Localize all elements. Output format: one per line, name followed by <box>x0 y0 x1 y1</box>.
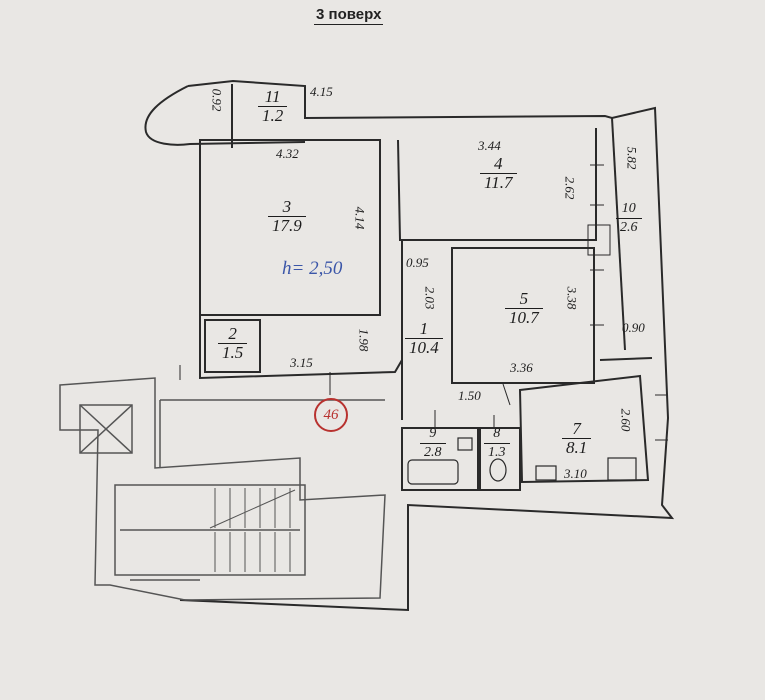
dim-room-7-length: 2.60 <box>618 408 634 432</box>
dim-right-strip: 5.82 <box>624 146 640 170</box>
stairwell-outline <box>59 377 386 601</box>
dim-room-3-length: 4.14 <box>352 206 368 230</box>
dim-hall-length: 1.98 <box>356 328 372 352</box>
dim-corridor-length: 2.03 <box>422 286 438 310</box>
dim-room-5-width: 3.36 <box>510 360 533 375</box>
toilet-icon <box>489 458 507 482</box>
dim-hall-width: 3.15 <box>290 355 313 370</box>
dim-corridor-width: 0.95 <box>406 255 429 270</box>
dim-balcony-length: 4.15 <box>310 84 333 99</box>
ceiling-height-note: h= 2,50 <box>282 258 343 279</box>
stair-flights <box>114 484 306 576</box>
corridor-wall <box>199 315 403 380</box>
bathtub-icon <box>407 459 459 485</box>
dim-passage: 1.50 <box>458 388 481 403</box>
sink-icon <box>457 437 473 451</box>
outer-wall <box>179 79 675 612</box>
kitchen-sink-icon <box>607 457 637 481</box>
room-3-walls <box>199 139 381 316</box>
dim-right-wall: 0.90 <box>622 320 645 335</box>
dim-room-4-width: 3.44 <box>478 138 501 153</box>
room-5-walls <box>451 247 595 384</box>
dim-balcony-width: 0.92 <box>209 88 225 112</box>
room-8-walls <box>479 427 521 491</box>
stove-icon <box>535 465 557 481</box>
room-2-walls <box>204 319 261 373</box>
dim-room-5-length: 3.38 <box>564 286 580 310</box>
windows <box>587 164 668 441</box>
stair-steps <box>209 488 296 572</box>
dim-room-4-length: 2.62 <box>562 176 578 200</box>
right-strip-wall <box>611 117 626 351</box>
balcony-wall <box>144 85 306 146</box>
doors <box>179 365 511 428</box>
room-7-walls <box>518 374 650 484</box>
floor-title: 3 поверх <box>314 6 384 25</box>
dim-room-7-width: 3.10 <box>564 466 587 481</box>
elevator-shaft <box>79 404 133 454</box>
apartment-number-badge: 46 <box>314 398 348 432</box>
room-4-walls <box>397 128 597 241</box>
room-9-walls <box>401 427 479 491</box>
dim-room-3-width: 4.32 <box>276 146 299 161</box>
room-6-wall <box>599 357 653 361</box>
